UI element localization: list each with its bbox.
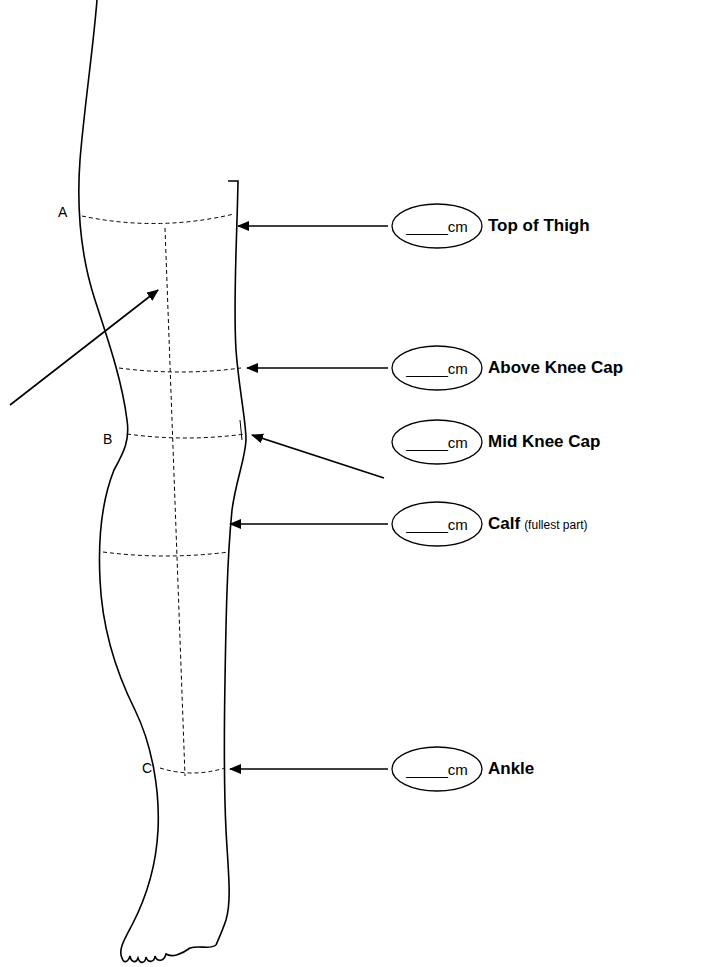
leader-arrow (10, 226, 388, 769)
measure-ellipse: _____cmCalf(fullest part) (391, 501, 483, 547)
measure-ellipse: _____cmAnkle (391, 746, 483, 792)
site-name: Calf(fullest part) (488, 514, 587, 534)
leg-outline (79, 0, 246, 962)
site-name: Above Knee Cap (488, 358, 623, 378)
measure-ellipse: _____cmMid Knee Cap (391, 419, 483, 465)
site-name: Top of Thigh (488, 216, 590, 236)
point-letter: C (142, 760, 152, 776)
point-letter: A (58, 204, 67, 220)
blank-field: _____cm (406, 360, 468, 377)
site-name: Ankle (488, 759, 534, 779)
site-note: (fullest part) (524, 518, 587, 532)
measure-ellipse: _____cmTop of Thigh (391, 203, 483, 249)
measure-ellipse: _____cmAbove Knee Cap (391, 345, 483, 391)
site-name: Mid Knee Cap (488, 432, 600, 452)
blank-field: _____cm (406, 218, 468, 235)
blank-field: _____cm (406, 516, 468, 533)
measure-line (82, 214, 245, 776)
blank-field: _____cm (406, 434, 468, 451)
blank-field: _____cm (406, 761, 468, 778)
point-letter: B (103, 431, 112, 447)
